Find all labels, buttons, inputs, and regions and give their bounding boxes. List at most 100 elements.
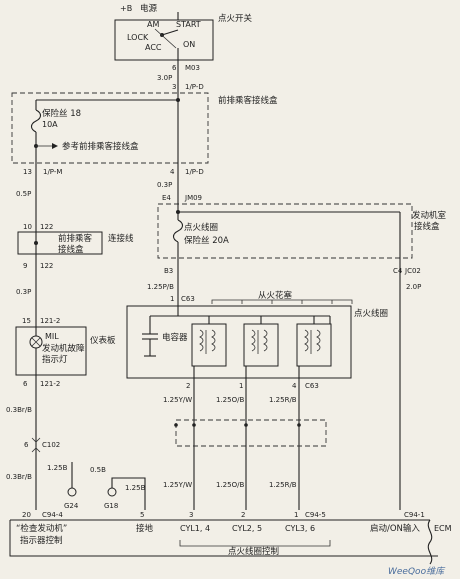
coil-pin1b: 1 (239, 382, 243, 390)
pin4-label: 4 (170, 168, 175, 176)
wire-rb-label: 1.25R/B (269, 396, 297, 404)
joint-pin9: 9 (23, 262, 27, 270)
ecm-c944: C94-4 (42, 511, 63, 519)
ecm-check-label-2: 指示器控制 (20, 535, 63, 546)
mil-cn-1: 发动机故障 (42, 343, 85, 354)
ref-arrow-icon (52, 143, 58, 149)
ecm-box (9, 519, 438, 557)
cluster-title: 仪表板 (90, 335, 116, 346)
ecm-pin3: 3 (189, 511, 193, 519)
pin3-label: 3 (172, 83, 176, 91)
ecm-pin2: 2 (241, 511, 245, 519)
watermark: WeeQoo维库 (388, 566, 446, 577)
cluster-pin15: 15 (22, 317, 31, 325)
ign-coil-label: 点火线圈 (354, 308, 388, 319)
engine-box-title-1: 发动机室 (412, 210, 447, 221)
shield-node-3 (297, 423, 301, 427)
engine-box-title-2: 接线盒 (414, 221, 440, 232)
coil-1-box (191, 323, 227, 367)
jc02-label: JC02 (404, 267, 421, 275)
g18-wire (111, 477, 146, 510)
battery-label: +B (120, 4, 132, 13)
c4-label: C4 (393, 267, 403, 275)
joint-box (17, 231, 103, 255)
wire-ob-label: 1.25O/B (216, 396, 244, 404)
wire-125b-label: 1.25B (47, 464, 68, 472)
ign-fuse-label: 点火线圈 (184, 222, 218, 233)
switch-rotor (154, 28, 177, 49)
g24-ground-icon (67, 487, 77, 497)
switch-start: START (176, 20, 201, 29)
engine-junction-box (157, 203, 413, 259)
fuse18-rating: 10A (42, 120, 58, 129)
ecm-c945: C94-5 (305, 511, 326, 519)
switch-acc: ACC (145, 43, 162, 52)
front-junction-title: 前排乘客接线盒 (218, 95, 278, 106)
ecm-cyl25: CYL2, 5 (232, 524, 262, 533)
cluster-c1212b: 121-2 (40, 380, 60, 388)
wire-brb-label: 0.3Br/B (6, 406, 32, 414)
ecm-cyl36: CYL3, 6 (285, 524, 315, 533)
wire-brb2-label: 0.3Br/B (6, 473, 32, 481)
coil-pack-box (126, 305, 352, 379)
battery-cn-label: 电源 (140, 3, 158, 14)
shield-node-2 (244, 423, 248, 427)
wire-05p-label: 0.5P (16, 190, 31, 198)
shield-node-1 (192, 423, 196, 427)
coil-pin2: 2 (186, 382, 190, 390)
coil-1-winding (199, 329, 216, 354)
spark-plug-label: 从火花塞 (258, 290, 293, 301)
joint-c122: 122 (40, 223, 53, 231)
wire-125ob-label: 1.25O/B (216, 481, 244, 489)
front-junction-box (11, 92, 209, 164)
shield-node-4 (174, 423, 178, 427)
wire-05b-label: 0.5B (90, 466, 106, 474)
fuse18-label: 保险丝 18 (42, 108, 81, 119)
cluster-pin6: 6 (23, 380, 28, 388)
jm09-label: JM09 (184, 194, 202, 202)
conn-m03-label: M03 (185, 64, 200, 72)
switch-am: AM (147, 20, 159, 29)
coil-c63: C63 (181, 295, 195, 303)
conn-1pm-label: 1/P-M (43, 168, 62, 176)
ecm-pin5: 5 (140, 511, 144, 519)
coil-ctrl-bracket (179, 540, 331, 547)
c102-pin: 6 (24, 441, 29, 449)
wire-03p-label: 0.3P (157, 181, 172, 189)
g24-label: G24 (64, 502, 79, 510)
mil-bulb-filament (31, 337, 41, 347)
cluster-c1212: 121-2 (40, 317, 60, 325)
ignition-switch-title: 点火开关 (218, 13, 253, 24)
pin13-label: 13 (23, 168, 32, 176)
joint-link-label: 连接线 (108, 233, 134, 244)
ecm-pin1: 1 (294, 511, 298, 519)
wire-125pb-label: 1.25P/B (147, 283, 174, 291)
b3-label: B3 (164, 267, 173, 275)
ecm-start-on: 启动/ON输入 (370, 523, 420, 534)
fuse18-symbol (30, 109, 42, 133)
coil-ctrl-label: 点火线圈控制 (228, 546, 279, 557)
coil-2-box (243, 323, 279, 367)
wire-125b2-label: 1.25B (125, 484, 146, 492)
joint-label-1: 前排乘客 (58, 233, 93, 244)
ecm-break-icon (427, 519, 433, 565)
wire-yw-label: 1.25Y/W (163, 396, 192, 404)
g18-ground-icon (107, 487, 117, 497)
ecm-cyl14: CYL1, 4 (180, 524, 210, 533)
ecm-c941: C94-1 (404, 511, 425, 519)
c102-connector-icon-2 (31, 447, 41, 453)
g18-label: G18 (104, 502, 118, 510)
coil-2-winding (251, 329, 268, 354)
coil-pin4: 4 (292, 382, 297, 390)
spark-plug-leads (211, 299, 353, 304)
wire-125rb-label: 1.25R/B (269, 481, 297, 489)
ign-fuse-rating: 保险丝 20A (184, 235, 229, 246)
ref-note: 参考前排乘客接线盒 (62, 141, 139, 152)
e4-label: E4 (162, 194, 171, 202)
ign-fuse-symbol (172, 219, 184, 243)
ecm-label: ECM (434, 524, 452, 533)
capacitor-label: 电容器 (162, 332, 188, 343)
coil-3-box (296, 323, 332, 367)
c102-label: C102 (42, 441, 60, 449)
